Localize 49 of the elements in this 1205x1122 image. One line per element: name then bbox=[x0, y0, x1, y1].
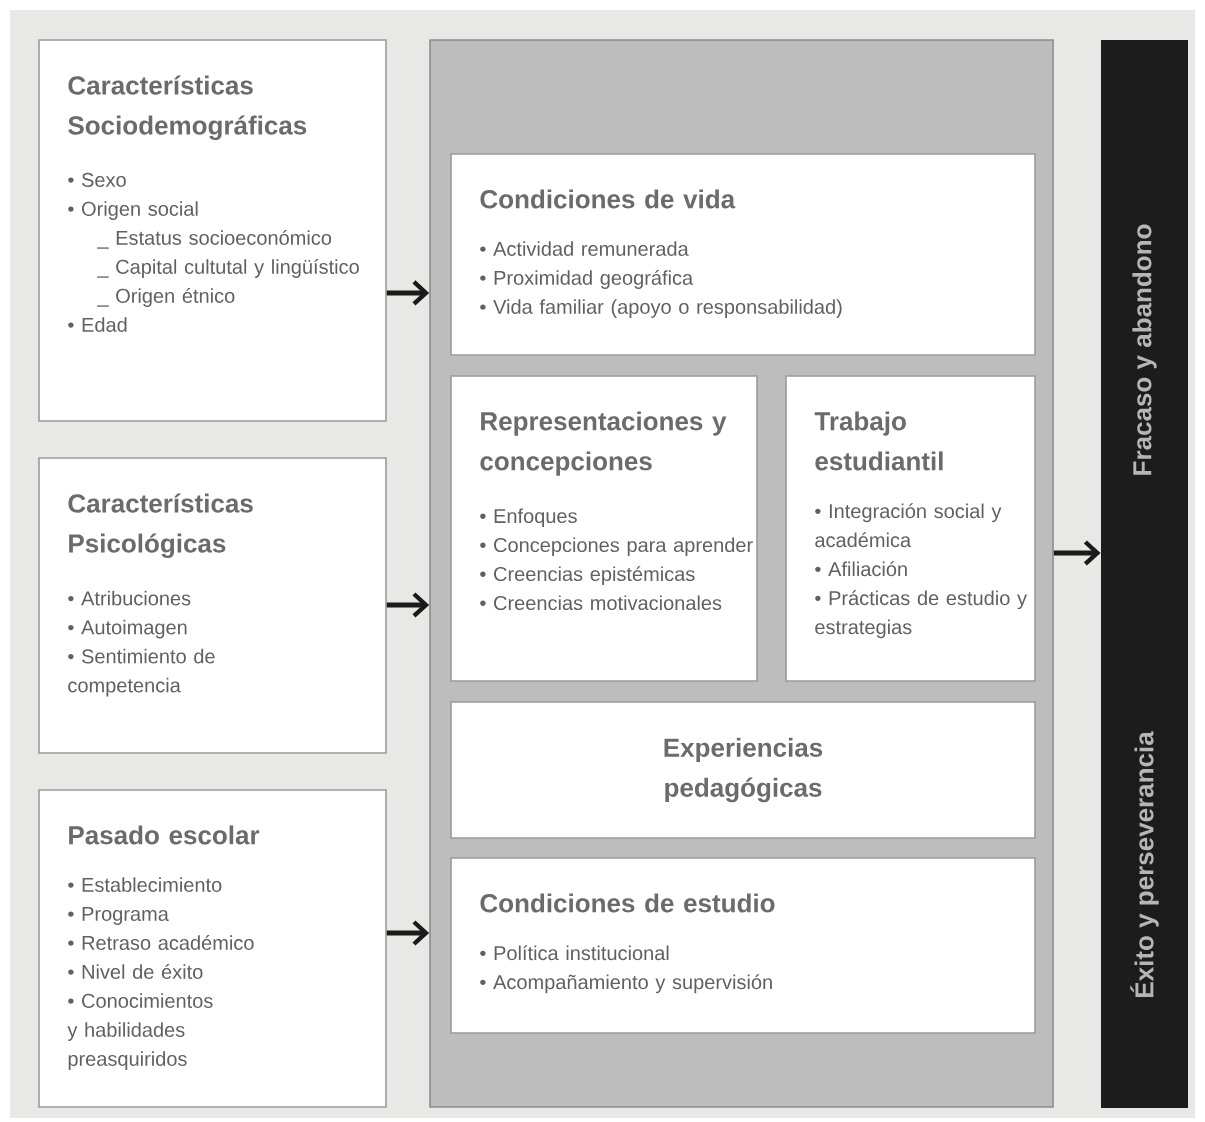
list-item: • Creencias epistémicas bbox=[480, 566, 695, 586]
list-item: • Retraso académico bbox=[68, 935, 254, 950]
box-heading: Representaciones y concepciones bbox=[480, 411, 727, 476]
box-heading: Trabajo estudiantil bbox=[814, 411, 943, 471]
category-box bbox=[38, 457, 387, 754]
category-box bbox=[38, 789, 387, 1108]
list-item: • Origen social bbox=[68, 201, 198, 220]
box-heading: Condiciones de estudio bbox=[480, 893, 775, 913]
category-box bbox=[38, 39, 387, 422]
list-item: • Proximidad geográfica bbox=[480, 270, 694, 289]
list-item: • Conocimientos y habilidades preasquiridos bbox=[67, 993, 213, 1070]
category-box bbox=[450, 857, 1036, 1034]
list-item: • Concepciones para aprender bbox=[480, 537, 753, 557]
outcome-label: Éxito y perseverancia bbox=[1130, 731, 1159, 997]
list-item: • Vida familiar (apoyo o responsabilidad) bbox=[480, 299, 842, 318]
arrow bbox=[386, 280, 430, 306]
list-item: • Afiliación bbox=[815, 561, 907, 577]
list-item: • Sexo bbox=[68, 172, 126, 187]
list-item: _ Estatus socioeconómico bbox=[97, 230, 332, 249]
outcome-label: Fracaso y abandono bbox=[1132, 224, 1157, 475]
box-heading: Experiencias pedagógicas bbox=[664, 737, 823, 803]
box-heading: Características Psicológicas bbox=[68, 493, 253, 558]
list-item: _ Capital cultutal y lingüístico bbox=[97, 259, 359, 278]
box-heading: Características Sociodemográficas bbox=[68, 75, 307, 140]
category-box bbox=[785, 375, 1036, 682]
list-item: • Autoimagen bbox=[68, 619, 187, 639]
list-item: • Edad bbox=[68, 317, 127, 332]
list-item: • Atribuciones bbox=[68, 590, 191, 606]
arrow bbox=[386, 592, 430, 618]
list-item: • Nivel de éxito bbox=[68, 964, 203, 979]
list-item: • Actividad remunerada bbox=[480, 241, 689, 256]
box-heading: Pasado escolar bbox=[69, 825, 260, 845]
arrow bbox=[386, 920, 430, 946]
list-item: • Política institucional bbox=[480, 945, 669, 961]
outcome-bar bbox=[1101, 40, 1188, 1108]
list-item: • Programa bbox=[68, 907, 169, 925]
category-box bbox=[450, 375, 758, 682]
list-item: • Integración social y académica bbox=[815, 503, 1002, 548]
arrow bbox=[1053, 540, 1101, 566]
box-heading: Condiciones de vida bbox=[480, 189, 736, 209]
category-box bbox=[450, 701, 1036, 839]
list-item: • Creencias motivacionales bbox=[480, 595, 722, 611]
category-box bbox=[450, 153, 1036, 356]
list-item: • Enfoques bbox=[480, 508, 577, 528]
list-item: • Sentimiento de competencia bbox=[68, 648, 215, 697]
list-item: • Acompañamiento y supervisión bbox=[480, 974, 772, 994]
list-item: • Prácticas de estudio y estrategias bbox=[815, 590, 1027, 639]
list-item: _ Origen étnico bbox=[97, 288, 235, 307]
list-item: • Establecimiento bbox=[68, 877, 222, 892]
